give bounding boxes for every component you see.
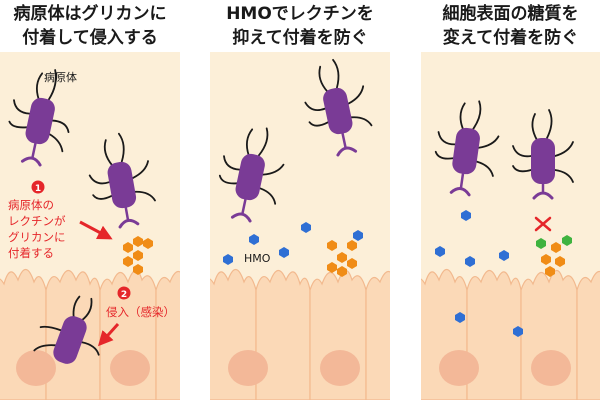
glycan-hexagon-icon	[327, 240, 337, 251]
step1-line3: グリカンに	[8, 230, 66, 244]
hmo-label: HMO	[244, 252, 271, 265]
glycan-hexagon-icon	[555, 256, 565, 267]
modified-sugar-hexagon-icon	[562, 235, 572, 246]
glycan-hexagon-icon	[541, 254, 551, 265]
cell	[155, 270, 180, 400]
step2-text: 侵入（感染）	[106, 305, 175, 319]
glycan-hexagon-icon	[133, 236, 143, 247]
panel1-cells	[0, 268, 180, 400]
hmo-hexagon-icon	[353, 230, 363, 241]
hmo-hexagon-icon	[465, 256, 475, 267]
hmo-molecules	[223, 222, 363, 265]
step2-number: 2	[121, 290, 127, 300]
glycan-hexagon-icon	[545, 266, 555, 277]
glycan-cluster	[123, 236, 153, 275]
step1-line2: レクチンが	[8, 214, 66, 228]
panel1-title: 病原体はグリカンに 付着して侵入する	[0, 2, 180, 50]
glycan-hexagon-icon	[327, 262, 337, 273]
cell	[255, 269, 311, 400]
panel3-title-line2: 変えて付着を防ぐ	[442, 28, 579, 48]
modified-glycan-cluster	[536, 235, 572, 277]
glycan-hexagon-icon	[123, 256, 133, 267]
panel1-title-line1: 病原体はグリカンに	[13, 4, 167, 24]
glycan-hexagon-icon	[347, 240, 357, 251]
cell-nucleus	[439, 350, 479, 386]
glycan-hexagon-icon	[143, 238, 153, 249]
panel3-cells	[421, 268, 600, 400]
cell-nucleus	[531, 350, 571, 386]
block-cross-icon	[534, 216, 552, 232]
pathogen-icon	[304, 58, 373, 157]
cell	[466, 269, 522, 400]
hmo-hexagon-icon	[461, 210, 471, 221]
step1-line4: 付着する	[8, 246, 54, 260]
arrow-icon	[97, 322, 120, 347]
glycan-hexagon-icon	[133, 264, 143, 275]
hmo-hexagon-icon	[499, 250, 509, 261]
panel2-title-line2: 抑えて付着を防ぐ	[232, 28, 368, 48]
glycan-hexagon-icon	[551, 242, 561, 253]
cell	[576, 270, 600, 400]
panel2-title: HMOでレクチンを 抑えて付着を防ぐ	[210, 2, 390, 50]
hmo-hexagon-icon	[249, 234, 259, 245]
hmo-hexagon-icon	[435, 246, 445, 257]
pathogen-icon	[88, 132, 156, 229]
glycan-cluster	[327, 240, 357, 277]
pathogen-label: 病原体	[44, 70, 77, 84]
glycan-hexagon-icon	[347, 258, 357, 269]
pathogen-icon	[434, 100, 500, 197]
step2-badge	[117, 286, 131, 300]
panel2-cells	[210, 268, 390, 400]
arrow-icon	[79, 220, 113, 240]
hmo-hexagon-icon	[279, 247, 289, 258]
panel3-title: 細胞表面の糖質を 変えて付着を防ぐ	[421, 2, 600, 50]
panel2-title-line1: HMOでレクチンを	[226, 4, 374, 24]
glycan-hexagon-icon	[337, 266, 347, 277]
pathogen-icon	[512, 109, 574, 200]
hmo-hexagon-icon	[301, 222, 311, 233]
panel1-title-line2: 付着して侵入する	[22, 28, 158, 48]
step1-line1: 病原体の	[8, 198, 54, 212]
panel3-title-line1: 細胞表面の糖質を	[442, 4, 579, 24]
cell-nucleus	[320, 350, 360, 386]
cell-nucleus	[110, 350, 150, 386]
pathogen-icon	[33, 295, 100, 364]
hmo-hexagon-icon	[513, 326, 523, 337]
glycan-hexagon-icon	[337, 252, 347, 263]
step1-badge	[31, 180, 45, 194]
cell-nucleus	[228, 350, 268, 386]
hmo-hexagon-icon	[455, 312, 465, 323]
hmo-hexagon-icon	[223, 254, 233, 265]
glycan-hexagon-icon	[123, 242, 133, 253]
cell-nucleus	[16, 350, 56, 386]
pathogen-icon	[218, 127, 285, 223]
glycan-hexagon-icon	[133, 250, 143, 261]
pathogen-icon	[8, 69, 70, 167]
modified-sugar-hexagon-icon	[536, 238, 546, 249]
hmo-molecules	[435, 210, 523, 337]
step1-number: 1	[35, 184, 41, 194]
cell	[365, 270, 390, 400]
